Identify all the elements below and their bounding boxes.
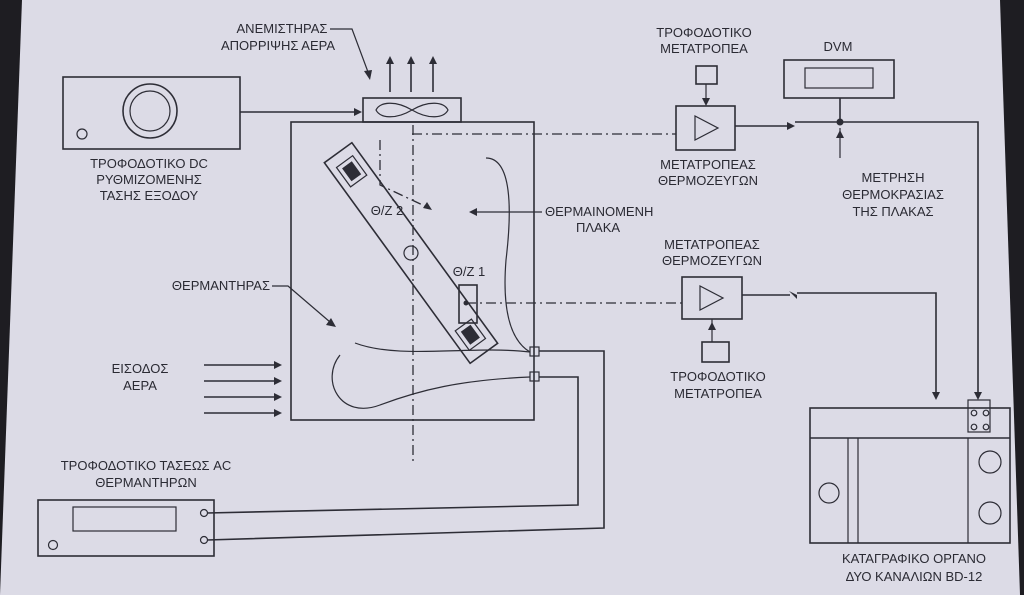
- dc-power-supply: [62, 76, 241, 150]
- ac-supply-label-1: ΤΡΟΦΟΔΟΤΙΚΟ ΤΑΣΕΩΣ AC: [61, 458, 232, 473]
- heater-wire-bottom: [331, 354, 531, 409]
- dvm-meter: [783, 59, 895, 99]
- recorder-label-1: ΚΑΤΑΓΡΑΦΙΚΟ ΟΡΓΑΝΟ: [842, 551, 986, 566]
- recorder-label-2: ΔΥΟ ΚΑΝΑΛΙΩΝ BD-12: [846, 569, 983, 584]
- dc-supply-label-3: ΤΑΣΗΣ ΕΞΟΔΟΥ: [100, 188, 199, 203]
- tc1-sensor: [458, 284, 478, 324]
- heater-element-top: [454, 318, 487, 352]
- ac-supply-label-2: ΘΕΡΜΑΝΤΗΡΩΝ: [95, 475, 196, 490]
- ac-wire-1: [206, 376, 579, 514]
- converter-supply-top-label-2: ΜΕΤΑΤΡΟΠΕΑ: [660, 41, 748, 56]
- air-inlet-arrows: [204, 361, 282, 417]
- tc2-label: Θ/Ζ 2: [371, 203, 404, 218]
- heater-label: ΘΕΡΜΑΝΤΗΡΑΣ: [172, 278, 270, 293]
- converter-supply-top-label-1: ΤΡΟΦΟΔΟΤΙΚΟ: [656, 25, 751, 40]
- plate-temp-label-1: ΜΕΤΡΗΣΗ: [862, 170, 925, 185]
- converter-supply-bottom-label-1: ΤΡΟΦΟΔΟΤΙΚΟ: [670, 369, 765, 384]
- air-inlet-label-1: ΕΙΣΟΔΟΣ: [112, 361, 169, 376]
- dvm-label: DVM: [824, 39, 853, 54]
- heated-plate-label-2: ΠΛΑΚΑ: [576, 220, 620, 235]
- two-channel-recorder: [809, 399, 1011, 544]
- ac-heater-supply: [37, 499, 215, 557]
- dc-supply-label-2: ΡΥΘΜΙΖΟΜΕΝΗΣ: [96, 172, 202, 187]
- plate-temp-label-3: ΤΗΣ ΠΛΑΚΑΣ: [852, 204, 933, 219]
- tc1-label: Θ/Ζ 1: [453, 264, 486, 279]
- dc-supply-label-1: ΤΡΟΦΟΔΟΤΙΚΟ DC: [90, 156, 208, 171]
- air-inlet-label-2: ΑΕΡΑ: [123, 378, 157, 393]
- converter-mid-label-1: ΜΕΤΑΤΡΟΠΕΑΣ: [664, 237, 760, 252]
- heated-plate: [323, 141, 499, 365]
- converter-supply-bottom-label-2: ΜΕΤΑΤΡΟΠΕΑ: [674, 386, 762, 401]
- thermocouple-converter-top: [675, 105, 736, 151]
- converter-top-label-1: ΜΕΤΑΤΡΟΠΕΑΣ: [660, 157, 756, 172]
- ac-wire-2: [206, 350, 605, 541]
- converter-supply-bottom: [701, 341, 730, 363]
- converter-mid-label-2: ΘΕΡΜΟΖΕΥΓΩΝ: [662, 253, 762, 268]
- fan-label-2: ΑΠΟΡΡΙΨΗΣ ΑΕΡΑ: [221, 38, 335, 53]
- converter-top-label-2: ΘΕΡΜΟΖΕΥΓΩΝ: [658, 173, 758, 188]
- heater-wire-top: [485, 157, 531, 353]
- heater-element-bottom: [335, 154, 368, 188]
- plate-temp-label-2: ΘΕΡΜΟΚΡΑΣΙΑΣ: [842, 187, 944, 202]
- fan-label-1: ΑΝΕΜΙΣΤΗΡΑΣ: [237, 21, 328, 36]
- heated-plate-label-1: ΘΕΡΜΑΙΝΟΜΕΝΗ: [545, 204, 653, 219]
- air-temp-signal: [797, 292, 937, 395]
